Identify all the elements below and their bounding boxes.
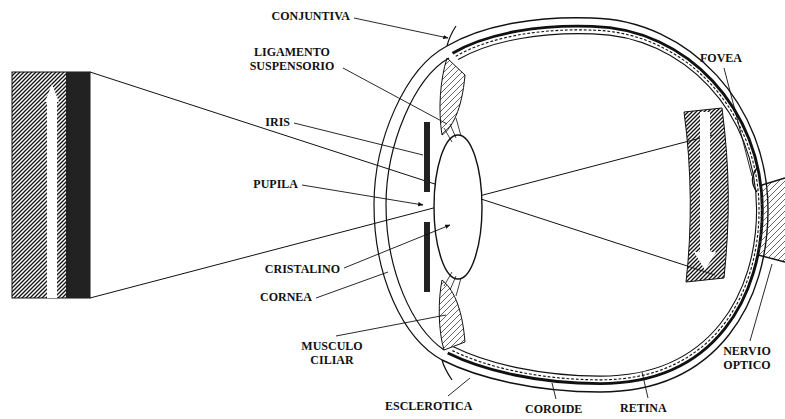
leader-line [642,372,648,398]
part-label: NERVIO OPTICO [714,345,780,373]
eye-globe [442,18,768,392]
optic-nerve [758,178,785,262]
leader-line [294,123,423,155]
leader-line [302,185,423,205]
part-label: RETINA [620,402,720,416]
part-label: CRISTALINO [220,263,340,277]
part-label: CORNEA [192,291,312,305]
part-label: ESCLEROTICA [385,400,505,414]
iris-shape [424,122,430,292]
light-rays [90,72,715,298]
object-figure [12,72,90,298]
leader-line [448,378,470,396]
leader-line [344,225,450,268]
leader-line [724,68,752,176]
part-label: CONJUNTIVA [230,10,350,24]
leader-line [343,68,447,124]
part-label: LIGAMENTO SUSPENSORIO [242,46,342,74]
leader-line [354,18,448,38]
leader-lines [294,18,772,399]
suspensory-ligament [444,118,461,296]
leader-line [750,264,772,341]
leader-line [552,383,556,399]
part-label: MUSCULO CILIAR [296,340,368,368]
lens-shape [434,135,482,279]
part-label: IRIS [180,116,290,130]
part-label: FOVEA [700,52,780,66]
part-label: COROIDE [525,403,625,417]
leader-line [336,315,446,336]
retinal-image [684,108,728,282]
part-label: PUPILA [188,178,298,192]
